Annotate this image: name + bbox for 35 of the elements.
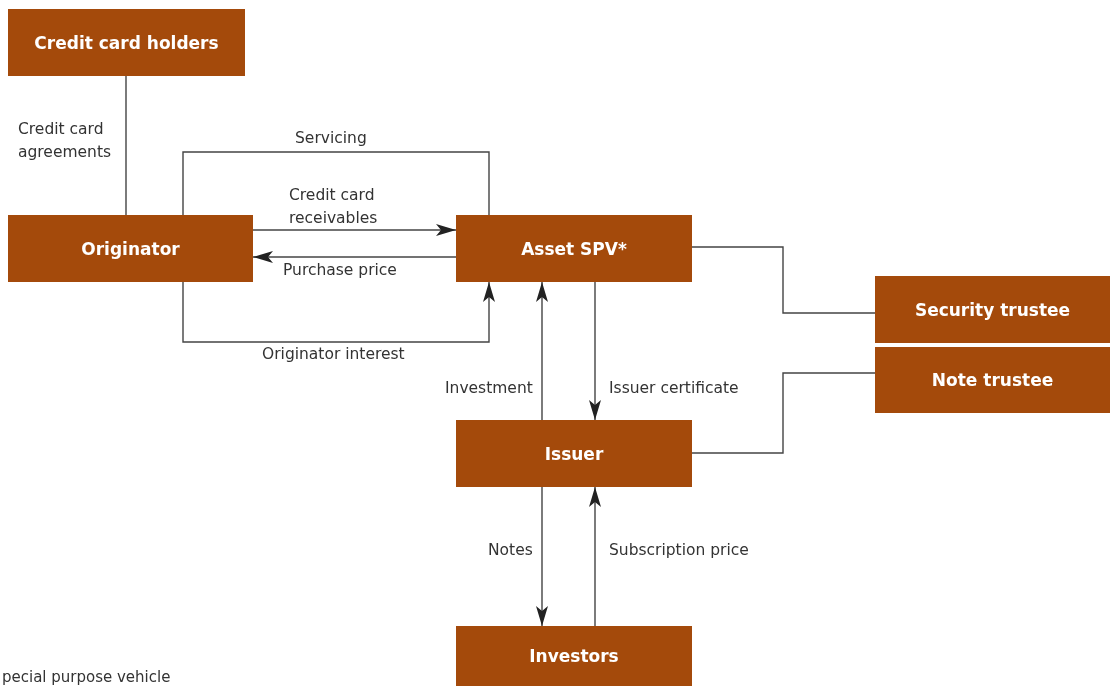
arrow	[252, 224, 457, 236]
arrow	[589, 486, 601, 627]
arrow	[589, 281, 601, 421]
edge-label: Originator interest	[262, 344, 405, 365]
entity-box	[875, 347, 1110, 413]
entity-box	[456, 420, 692, 487]
arrow	[536, 281, 548, 421]
edge-label: Credit card receivables	[289, 185, 379, 229]
node-label: Credit card holders	[34, 32, 219, 53]
entity-box	[456, 215, 692, 282]
node-label: Originator	[81, 238, 180, 259]
connector-line	[182, 151, 490, 216]
entity-box	[8, 9, 245, 76]
arrow	[252, 251, 457, 263]
edge-label: Notes	[488, 540, 533, 561]
entity-box	[456, 626, 692, 686]
node-label: Security trustee	[914, 299, 1071, 320]
footnote: pecial purpose vehicle	[2, 668, 171, 686]
edge-label: Purchase price	[283, 260, 397, 281]
edge-label: Issuer certificate	[609, 378, 739, 399]
edge-label: Subscription price	[609, 540, 749, 561]
entity-box	[875, 276, 1110, 343]
edge-label: Investment	[445, 378, 533, 399]
node-label: Investors	[529, 646, 619, 666]
edge-label: Servicing	[295, 128, 367, 149]
edge-label: Credit card agreements	[18, 119, 113, 163]
connector-line	[125, 75, 127, 216]
arrow	[536, 486, 548, 627]
node-label: Issuer	[544, 443, 604, 464]
node-label: Note trustee	[931, 370, 1054, 390]
arrow	[182, 281, 495, 343]
connector-line	[691, 246, 876, 314]
node-label: Asset SPV*	[521, 238, 627, 259]
connector-line	[691, 372, 876, 454]
entity-box	[8, 215, 253, 282]
